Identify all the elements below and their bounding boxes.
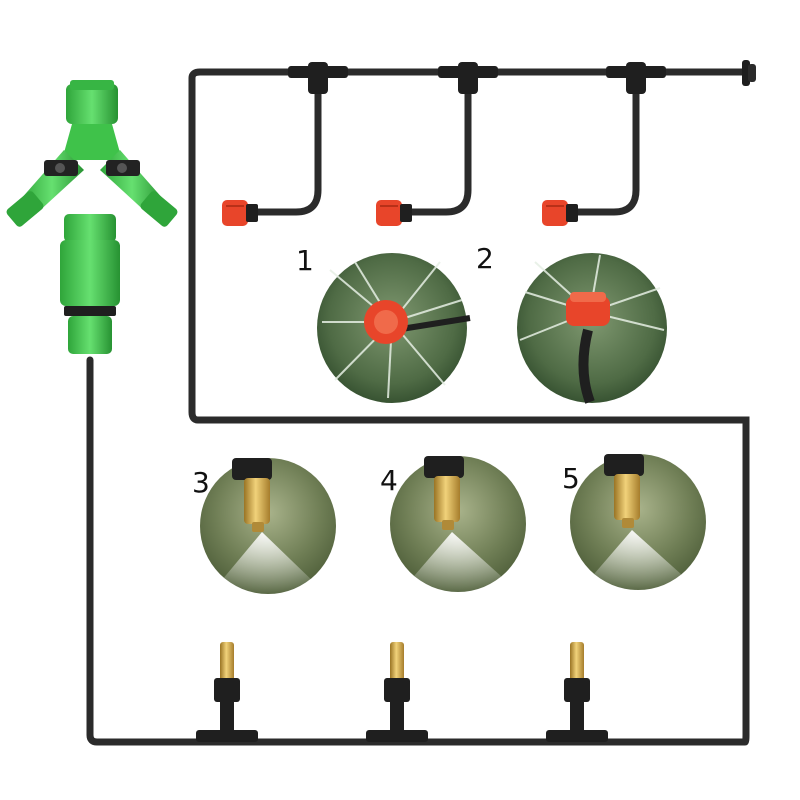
end-plug — [742, 60, 756, 86]
dripper-branch-2 — [408, 78, 472, 216]
misting-nozzle-2 — [366, 642, 428, 742]
tee-connector-top-1 — [288, 62, 348, 94]
mist-photo-4 — [390, 456, 526, 597]
label-number-3: 3 — [192, 466, 210, 499]
hose-network — [86, 68, 752, 746]
main-hose — [86, 68, 752, 746]
label-number-2: 2 — [476, 242, 494, 275]
dripper-branch-3 — [574, 78, 640, 216]
dripper-photo-1 — [317, 253, 471, 403]
valve-handle-right — [106, 160, 140, 176]
mist-photo-5 — [570, 454, 706, 595]
label-number-5: 5 — [562, 462, 580, 495]
valve-handle-left — [44, 160, 78, 176]
red-dripper-1 — [222, 200, 258, 226]
label-number-4: 4 — [380, 464, 398, 497]
dripper-branch-1 — [254, 78, 322, 216]
red-dripper-3 — [542, 200, 578, 226]
label-number-1: 1 — [296, 244, 314, 277]
red-dripper-2 — [376, 200, 412, 226]
quick-connector — [60, 214, 120, 354]
tee-connector-top-3 — [606, 62, 666, 94]
mist-photo-3 — [200, 458, 336, 598]
misting-nozzle-3 — [546, 642, 608, 742]
misting-nozzle-1 — [196, 642, 258, 742]
tee-connector-top-2 — [438, 62, 498, 94]
dripper-photo-2 — [517, 253, 667, 404]
two-way-splitter — [6, 80, 178, 227]
